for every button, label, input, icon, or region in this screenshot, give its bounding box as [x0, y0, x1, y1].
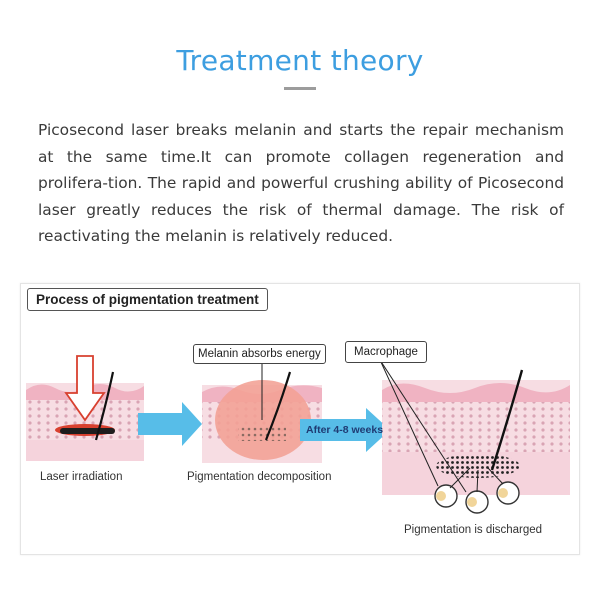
macrophage-icon [434, 481, 520, 514]
page-title: Treatment theory [176, 44, 424, 77]
callout-leader-line [379, 359, 467, 493]
callout-melanin-absorbs-energy: Melanin absorbs energy [193, 344, 326, 364]
energy-absorption-zone-icon [215, 380, 311, 460]
fragmented-melanin-icon [238, 427, 286, 441]
callout-macrophage: Macrophage [345, 341, 427, 363]
stage-label-discharge: Pigmentation is discharged [404, 524, 543, 536]
description-text: Picosecond laser breaks melanin and star… [38, 121, 564, 245]
arrow-label-weeks: After 4-8 weeks [306, 424, 384, 436]
skin-block-decomposition [202, 371, 322, 463]
melanin-layer-icon [60, 428, 115, 434]
process-arrow-icon [138, 402, 202, 446]
diagram-title: Process of pigmentation treatment [27, 288, 268, 311]
hair-icon [490, 369, 524, 471]
stage-label-laser: Laser irradiation [40, 471, 123, 483]
stage-label-decomposition: Pigmentation decomposition [187, 471, 332, 483]
hair-icon [264, 371, 292, 441]
skin-block-discharge [382, 369, 570, 514]
laser-arrow-icon [64, 355, 106, 422]
hair-icon [94, 371, 115, 441]
process-arrow-icon [300, 408, 390, 452]
melanin-cluster-icon [436, 454, 520, 478]
title-underline [284, 87, 316, 90]
